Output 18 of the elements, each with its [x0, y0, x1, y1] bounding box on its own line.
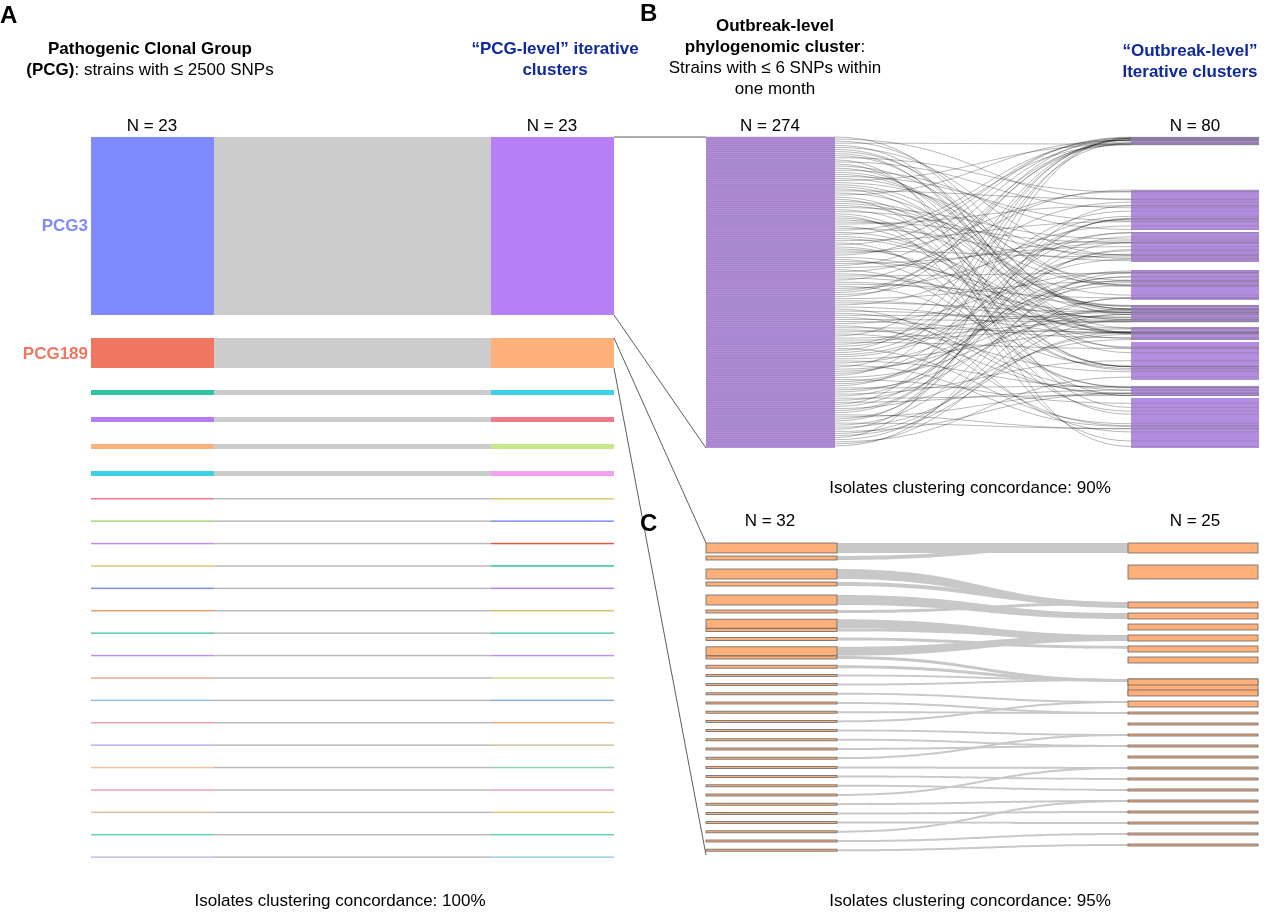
count-label: N = 80	[1168, 115, 1222, 136]
category-label: PCG3	[40, 215, 88, 236]
column-heading: “Outbreak-level” Iterative clusters	[1121, 40, 1259, 82]
count-label: N = 23	[125, 115, 179, 136]
concordance-note: Isolates clustering concordance: 90%	[828, 477, 1112, 498]
concordance-note: Isolates clustering concordance: 95%	[828, 890, 1112, 911]
panel-letter: B	[640, 2, 659, 23]
panel-letter: A	[0, 4, 19, 25]
column-heading: Pathogenic Clonal Group (PCG): strains with ≤ 2500 SNPs	[25, 38, 275, 80]
category-label: PCG189	[21, 343, 88, 364]
concordance-note: Isolates clustering concordance: 100%	[193, 890, 487, 911]
panel-letter: C	[640, 512, 659, 533]
count-label: N = 25	[1168, 510, 1222, 531]
count-label: N = 32	[743, 510, 797, 531]
count-label: N = 274	[739, 115, 801, 136]
count-label: N = 23	[525, 115, 579, 136]
column-heading: Outbreak-level phylogenomic cluster: Strains with ≤ 6 SNPs within one month	[667, 15, 883, 99]
column-heading: “PCG-level” iterative clusters	[470, 38, 640, 80]
